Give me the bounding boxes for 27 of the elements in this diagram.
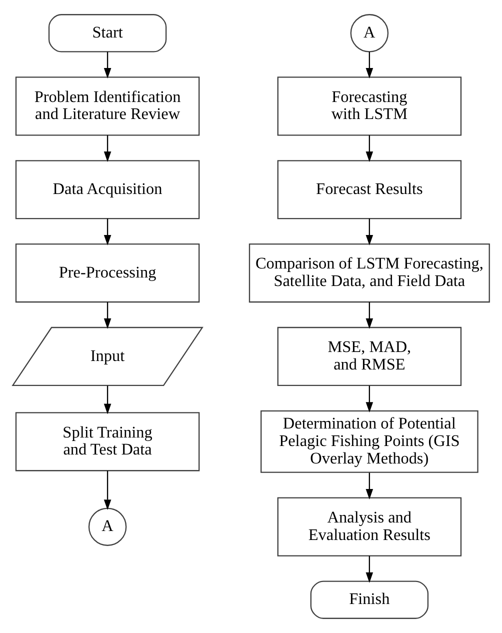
arrow (104, 52, 112, 78)
node-circle: A (88, 508, 127, 546)
node-box: Split Training and Test Data (15, 412, 200, 472)
node-box: Determination of Potential Pelagic Fishing Points (GIS Overlay Methods) (260, 410, 478, 473)
node-box: Forecast Results (277, 160, 462, 220)
node-box: Comparison of LSTM Forecasting, Satellite Data, and Field Data (248, 244, 490, 303)
arrow (104, 135, 112, 162)
arrow (366, 218, 374, 246)
arrow (104, 386, 112, 414)
arrow (366, 302, 374, 329)
arrow (104, 218, 112, 246)
arrow (104, 470, 112, 510)
node-box: Finish (310, 580, 429, 619)
arrow (366, 386, 374, 413)
node-box: Start (48, 14, 167, 52)
arrow (366, 556, 374, 583)
arrow (366, 135, 374, 162)
node-box: Data Acquisition (15, 160, 200, 220)
node-box: Problem Identification and Literature Review (15, 76, 200, 136)
node-box: Forecasting with LSTM (277, 76, 462, 136)
node-box: MSE, MAD, and RMSE (277, 326, 462, 386)
arrow (104, 302, 112, 329)
arrow (366, 52, 374, 78)
node-box: Analysis and Evaluation Results (277, 497, 462, 556)
node-box: Pre-Processing (15, 244, 200, 303)
node-circle: A (350, 14, 389, 52)
arrow (366, 472, 374, 500)
